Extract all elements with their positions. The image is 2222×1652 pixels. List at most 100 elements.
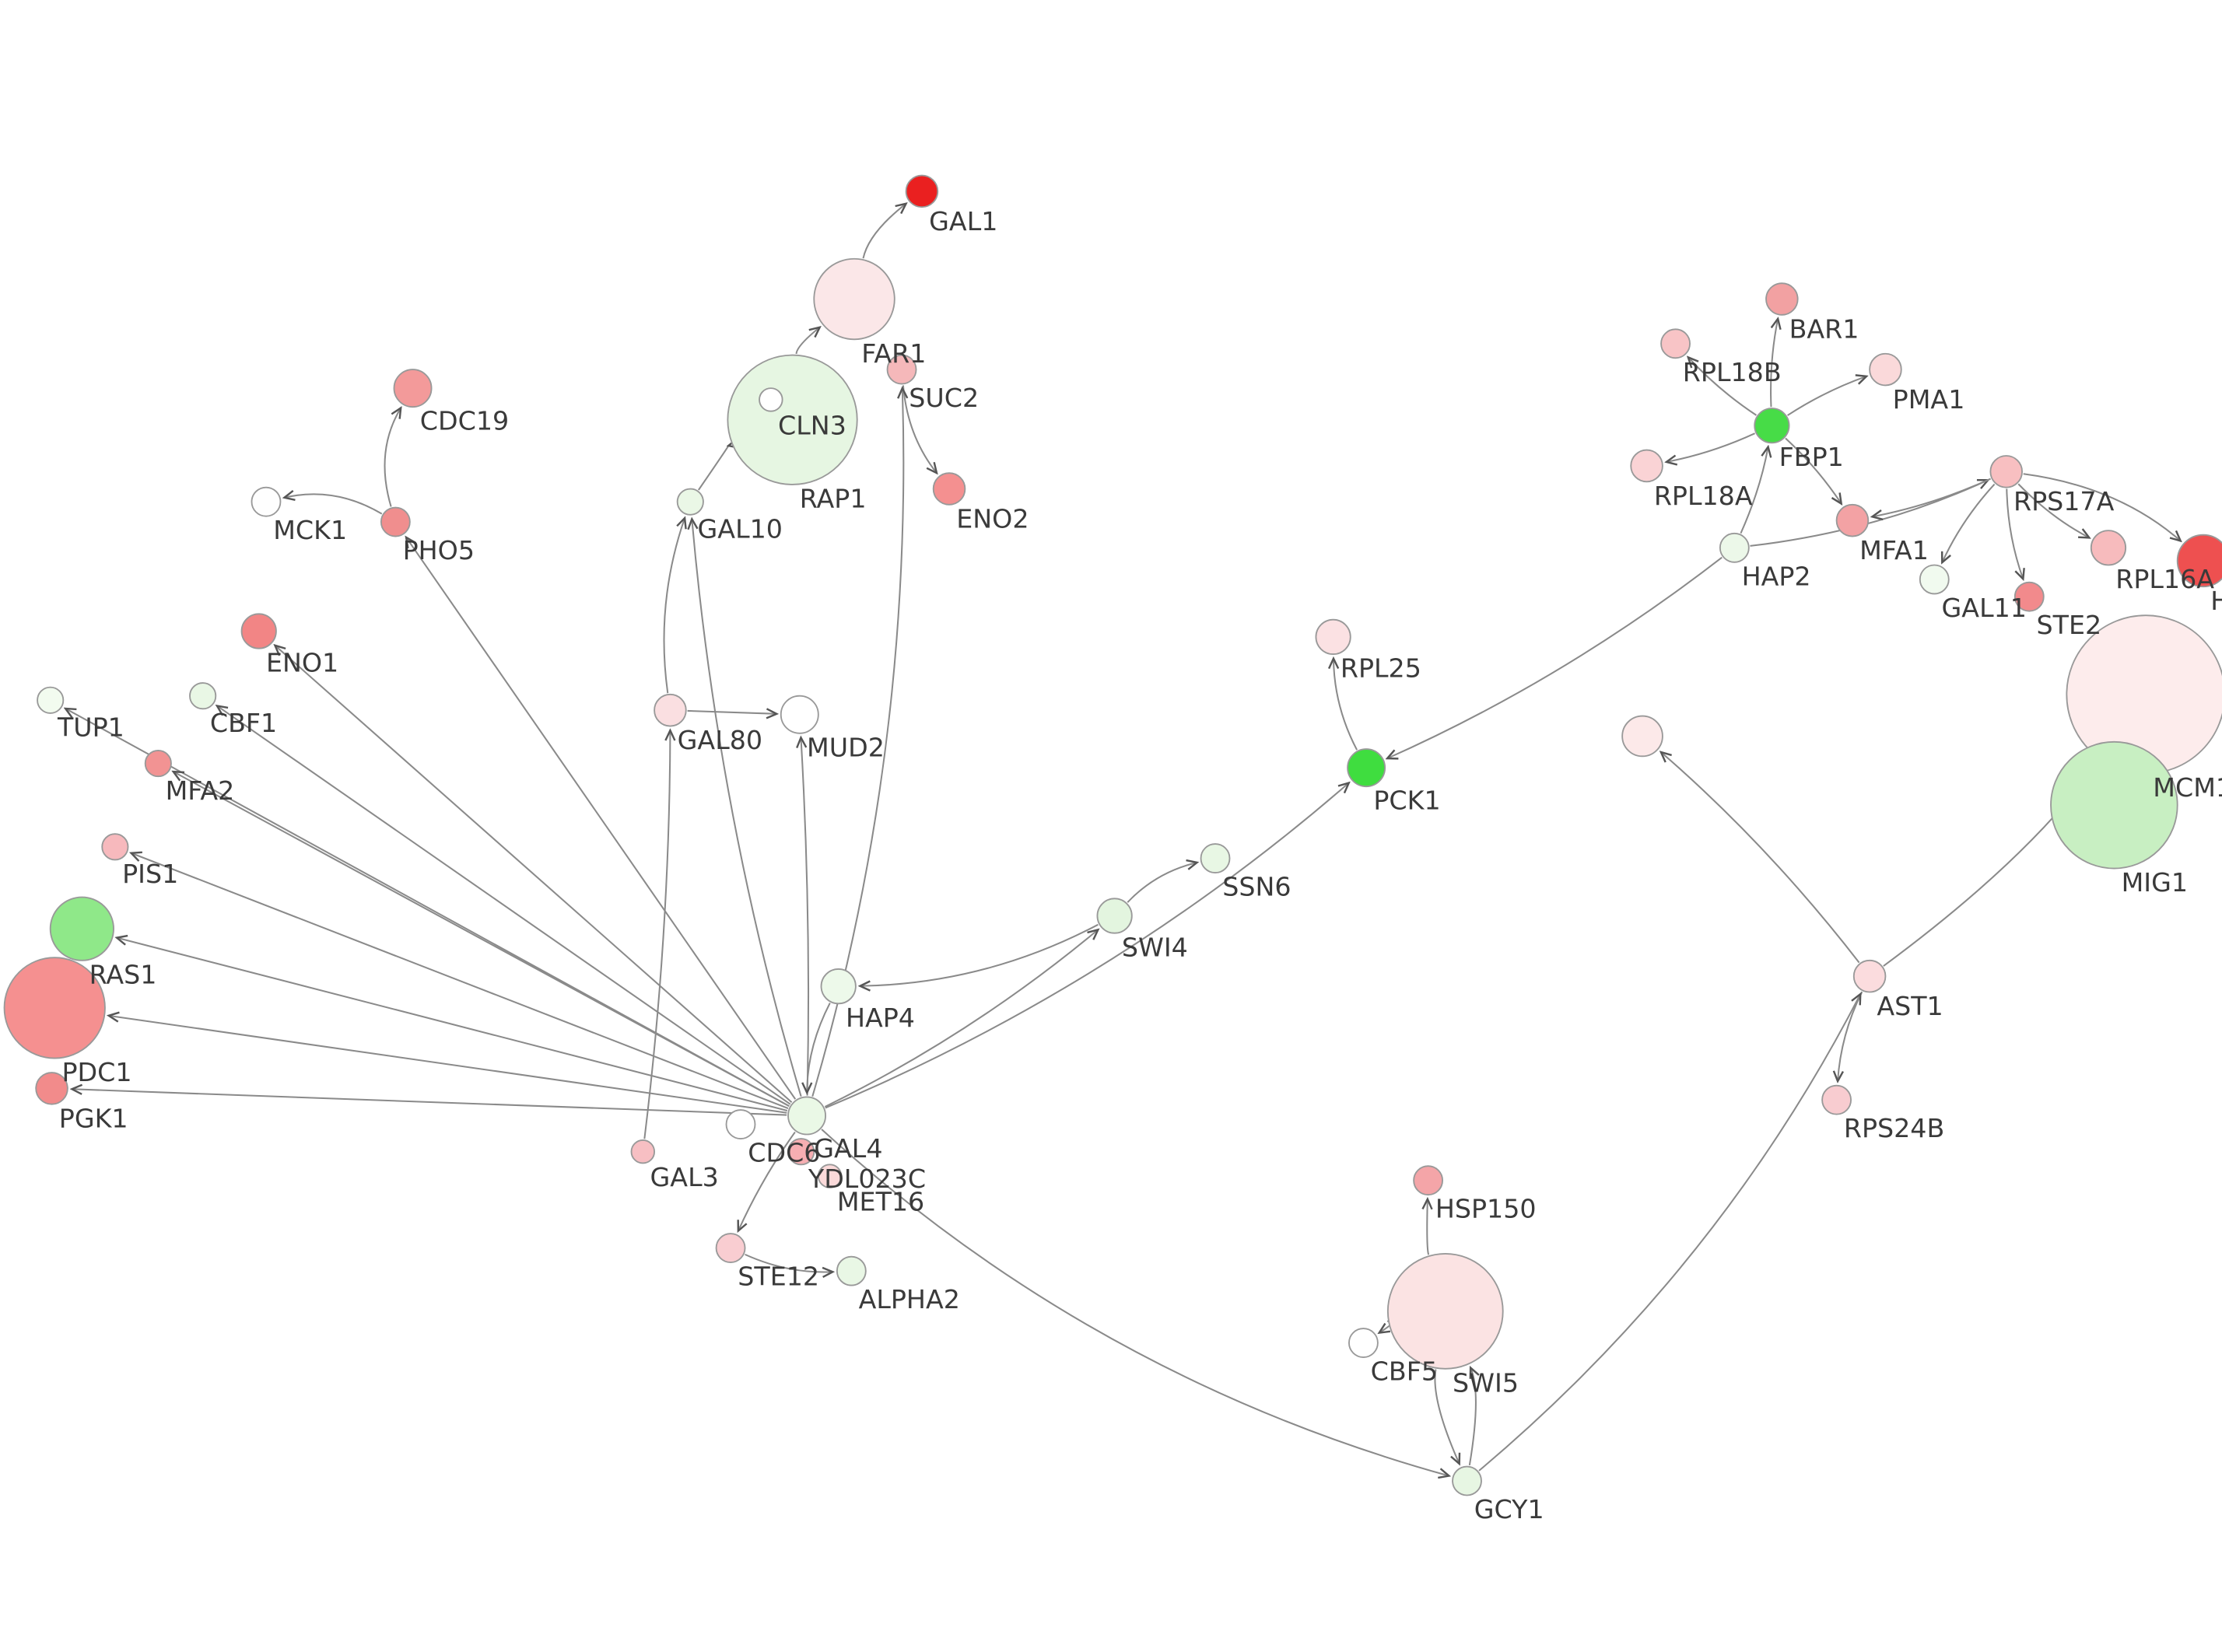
- edge-GAL4-PGK1[interactable]: [72, 1089, 787, 1116]
- node-PDC1[interactable]: [3, 957, 106, 1059]
- node-HIS4[interactable]: [2176, 534, 2222, 588]
- node-PHO5[interactable]: [380, 506, 411, 537]
- edge-SWI4-SSN6[interactable]: [1127, 863, 1197, 903]
- edge-FBP1-BAR1[interactable]: [1770, 319, 1778, 408]
- node-AST1[interactable]: [1852, 959, 1887, 993]
- edge-GCY1-AST1[interactable]: [1478, 994, 1860, 1472]
- node-GAL11[interactable]: [1919, 564, 1950, 595]
- node-GAL1[interactable]: [905, 174, 939, 208]
- edge-GAL4-CBF1[interactable]: [217, 705, 791, 1105]
- edge-GAL4-MFA2[interactable]: [173, 772, 790, 1107]
- node-label-AST1: AST1: [1877, 991, 1943, 1021]
- node-SUC2[interactable]: [886, 354, 917, 385]
- edge-GAL4-SWI4[interactable]: [824, 929, 1098, 1108]
- node-SSN6[interactable]: [1200, 843, 1231, 874]
- node-GAL3[interactable]: [630, 1139, 656, 1164]
- node-BAR1[interactable]: [1765, 282, 1799, 316]
- edge-AST1-RPS24B[interactable]: [1838, 991, 1863, 1081]
- edge-GAL4-ENO1[interactable]: [275, 646, 793, 1104]
- node-CBF1[interactable]: [189, 682, 217, 710]
- node-PCK1[interactable]: [1347, 748, 1386, 788]
- node-ALPHA2[interactable]: [836, 1255, 867, 1286]
- edge-SWI5-GCY1[interactable]: [1434, 1369, 1459, 1464]
- edge-AST1-NODE1[interactable]: [1661, 752, 1860, 964]
- edge-FBP1-MFA1[interactable]: [1785, 437, 1842, 503]
- node-FAR1[interactable]: [813, 257, 895, 341]
- edge-GAL4-PIS1[interactable]: [131, 853, 789, 1110]
- edge-GAL10-RAP1[interactable]: [697, 446, 728, 491]
- node-RPL16A[interactable]: [2090, 530, 2127, 566]
- edge-GAL4-PDC1[interactable]: [109, 1016, 787, 1114]
- edge-GAL4-MUD2[interactable]: [801, 737, 810, 1096]
- edge-GAL4-PHO5[interactable]: [406, 537, 797, 1100]
- node-PGK1[interactable]: [35, 1072, 68, 1105]
- node-RAP1[interactable]: [727, 354, 858, 485]
- edge-RPS17A-STE2[interactable]: [2006, 488, 2023, 579]
- edge-GCY1-SWI5[interactable]: [1468, 1368, 1476, 1466]
- edge-GAL3-GAL80[interactable]: [643, 730, 670, 1139]
- node-HAP4[interactable]: [820, 968, 857, 1005]
- edge-RAP1-FAR1[interactable]: [795, 327, 820, 355]
- node-PMA1[interactable]: [1869, 352, 1902, 387]
- edge-FBP1-RPL18B[interactable]: [1688, 357, 1758, 416]
- node-CLN3[interactable]: [759, 387, 783, 412]
- node-RPL18A[interactable]: [1630, 449, 1663, 483]
- node-RPS24B[interactable]: [1821, 1084, 1852, 1115]
- edge-GAL80-GAL10[interactable]: [663, 518, 685, 694]
- node-YDL023C[interactable]: [787, 1138, 815, 1166]
- node-MCK1[interactable]: [251, 486, 282, 517]
- node-CDC6[interactable]: [725, 1109, 756, 1139]
- node-MUD2[interactable]: [780, 695, 819, 734]
- node-CBF5[interactable]: [1348, 1328, 1379, 1358]
- edge-FBP1-RPL18A[interactable]: [1666, 432, 1756, 462]
- node-GAL10[interactable]: [676, 488, 704, 516]
- edge-STE12-ALPHA2[interactable]: [745, 1253, 833, 1272]
- node-PIS1[interactable]: [101, 833, 129, 861]
- node-MET16[interactable]: [817, 1164, 843, 1188]
- node-SWI5[interactable]: [1386, 1253, 1504, 1370]
- edge-GAL80-MUD2[interactable]: [687, 711, 777, 714]
- node-RAS1[interactable]: [49, 896, 114, 961]
- edge-GAL4-GAL10[interactable]: [692, 519, 802, 1097]
- edge-GAL4-RAS1[interactable]: [117, 938, 788, 1111]
- edge-HAP4-GAL4[interactable]: [807, 1003, 831, 1093]
- node-MIG1[interactable]: [2050, 740, 2178, 870]
- edge-HAP2-FBP1[interactable]: [1740, 447, 1768, 534]
- node-TUP1[interactable]: [37, 686, 65, 714]
- node-RPS17A[interactable]: [1989, 455, 2023, 488]
- node-RPL18B[interactable]: [1660, 328, 1691, 359]
- edge-FBP1-PMA1[interactable]: [1787, 376, 1866, 416]
- node-SWI4[interactable]: [1096, 898, 1133, 934]
- edge-FAR1-GAL1[interactable]: [862, 204, 906, 259]
- edge-PCK1-RPL25[interactable]: [1334, 659, 1358, 751]
- edge-RPS17A-MFA1[interactable]: [1872, 478, 1991, 517]
- node-ENO1[interactable]: [240, 613, 277, 649]
- edge-RPS17A-RPL16A[interactable]: [2017, 483, 2089, 537]
- edge-SWI5-HSP150[interactable]: [1427, 1199, 1428, 1255]
- node-GAL4[interactable]: [787, 1096, 826, 1136]
- node-RPL25[interactable]: [1315, 618, 1351, 656]
- node-HSP150[interactable]: [1413, 1165, 1444, 1196]
- node-NODE1[interactable]: [1621, 715, 1663, 758]
- edge-GAL4-PCK1[interactable]: [825, 783, 1349, 1109]
- node-HAP2[interactable]: [1719, 532, 1750, 563]
- node-MFA2[interactable]: [144, 750, 172, 778]
- edge-RPS17A-GAL11[interactable]: [1942, 483, 1996, 563]
- node-GCY1[interactable]: [1452, 1465, 1482, 1496]
- edge-PHO5-CDC19[interactable]: [384, 408, 401, 507]
- edge-PHO5-MCK1[interactable]: [284, 494, 383, 515]
- node-CDC19[interactable]: [393, 369, 433, 408]
- node-STE2[interactable]: [2013, 581, 2045, 612]
- edge-GAL4-STE12[interactable]: [738, 1131, 796, 1231]
- node-MFA1[interactable]: [1835, 503, 1870, 537]
- edge-RPS17A-HIS4[interactable]: [2023, 473, 2181, 541]
- node-GAL80[interactable]: [654, 693, 687, 727]
- edge-GAL4-GCY1[interactable]: [821, 1129, 1449, 1475]
- node-STE12[interactable]: [715, 1233, 746, 1263]
- node-ENO2[interactable]: [932, 472, 966, 506]
- node-FBP1[interactable]: [1754, 408, 1790, 444]
- node-label-HSP150: HSP150: [1435, 1194, 1537, 1224]
- edge-HAP2-PCK1[interactable]: [1387, 556, 1723, 758]
- edge-SWI4-HAP4[interactable]: [860, 923, 1099, 986]
